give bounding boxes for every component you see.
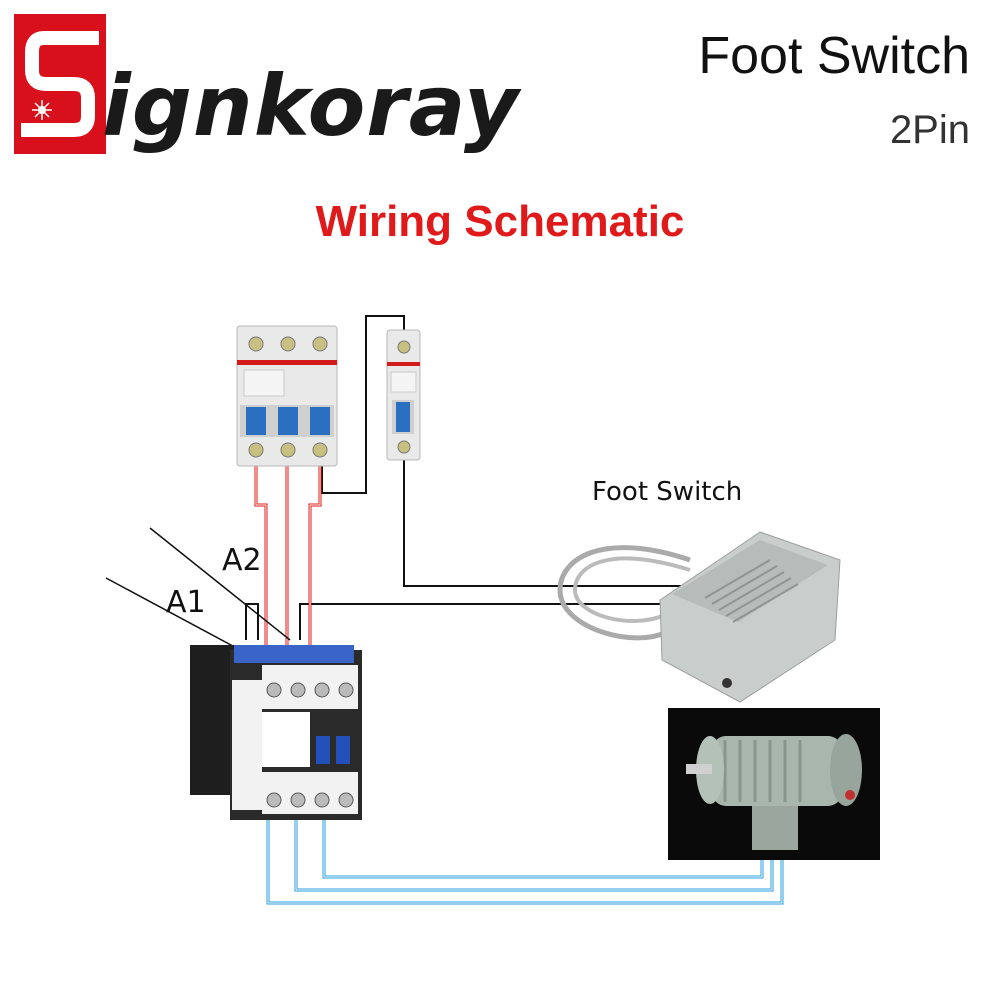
coil-pointer-lines bbox=[105, 527, 291, 653]
page-subtitle: 2Pin bbox=[889, 108, 970, 152]
brand-logo: ignkoray bbox=[14, 14, 519, 174]
foot-pedal-icon bbox=[557, 531, 841, 703]
control-wires bbox=[245, 315, 690, 640]
single-pole-breaker-icon bbox=[386, 329, 421, 461]
three-pole-breaker-icon bbox=[236, 325, 338, 467]
a2-label: A2 bbox=[222, 543, 262, 578]
motor-icon bbox=[668, 708, 880, 860]
brand-name: ignkoray bbox=[102, 57, 520, 155]
page-title: Foot Switch bbox=[698, 27, 970, 85]
diagram-heading: Wiring Schematic bbox=[315, 197, 685, 246]
contactor-icon bbox=[190, 645, 362, 820]
foot-switch-label: Foot Switch bbox=[592, 477, 742, 507]
a1-label: A1 bbox=[166, 585, 206, 620]
logo-s-icon bbox=[14, 14, 106, 154]
